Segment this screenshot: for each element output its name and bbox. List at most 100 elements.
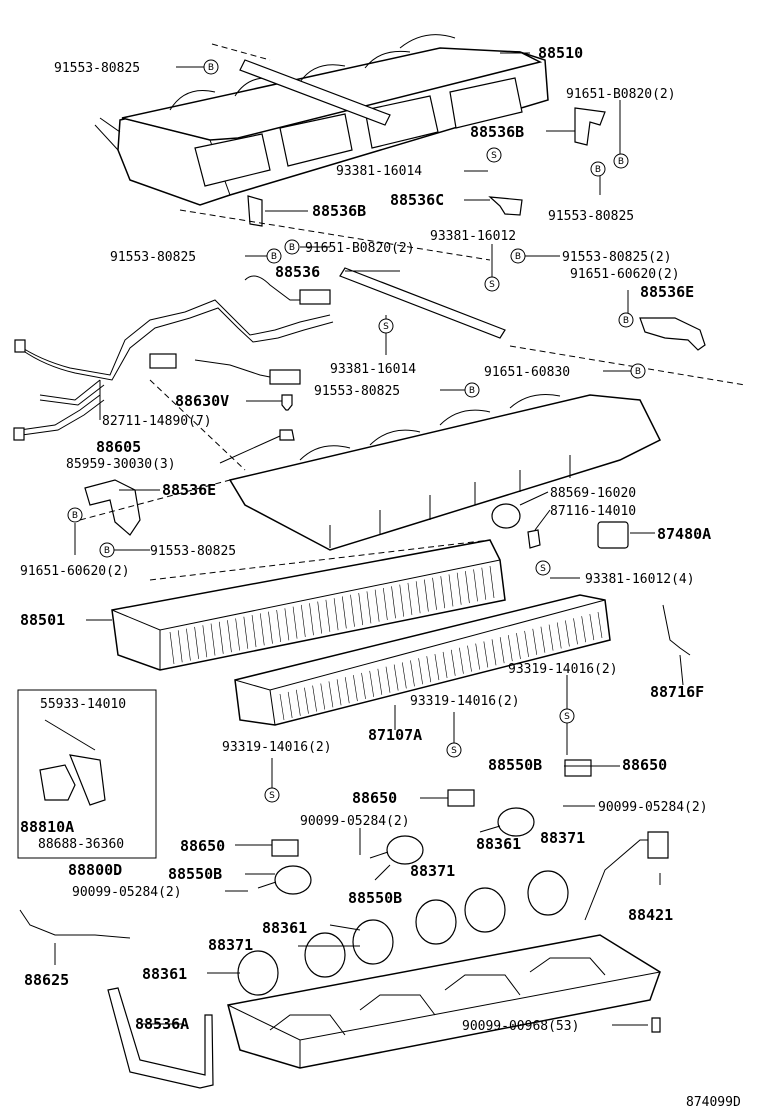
label-91553-80825: 91553-80825: [110, 250, 196, 265]
label-88569-16020: 88569-16020: [550, 486, 636, 501]
svg-text:B: B: [469, 386, 475, 396]
coil-fin: [597, 611, 603, 639]
svg-text:B: B: [623, 316, 629, 326]
blower-motor-88550B-left: [257, 865, 312, 895]
label-82711-14890-7: 82711-14890(7): [102, 414, 212, 429]
bolt-symbol: B: [203, 59, 219, 75]
label-88550B: 88550B: [168, 865, 222, 883]
core-87107A: [234, 594, 611, 726]
coil-fin: [489, 565, 495, 599]
coil-fin: [325, 599, 331, 632]
coil-fin: [393, 664, 399, 691]
coil-fin: [304, 687, 309, 714]
svg-text:B: B: [208, 63, 214, 73]
seal-88569: [491, 503, 521, 529]
coil-fin: [296, 689, 301, 716]
svg-text:B: B: [618, 157, 624, 167]
label-88536E: 88536E: [640, 283, 694, 301]
screw-symbol: S: [446, 742, 462, 758]
coil-fin: [312, 685, 317, 712]
label-90099-05284-2: 90099-05284(2): [72, 885, 182, 900]
svg-text:S: S: [564, 712, 570, 722]
svg-text:S: S: [383, 322, 389, 332]
label-88421: 88421: [628, 906, 673, 924]
label-88536B: 88536B: [312, 202, 366, 220]
coil-fin: [309, 603, 314, 636]
coil-fin: [442, 651, 448, 678]
svg-text:B: B: [595, 165, 601, 175]
coil-fin: [499, 637, 505, 664]
coil-fin: [491, 639, 497, 666]
screw-symbol: S: [535, 560, 551, 576]
screw-symbol: S: [264, 787, 280, 803]
label-88650: 88650: [352, 789, 397, 807]
label-91553-80825: 91553-80825: [54, 61, 140, 76]
coil-fin: [358, 593, 364, 626]
coil-fin: [548, 624, 554, 651]
label-88536E: 88536E: [162, 481, 216, 499]
coil-fin: [377, 668, 383, 695]
screw-symbol: S: [486, 147, 502, 163]
label-88650: 88650: [180, 837, 225, 855]
coil-fin: [459, 647, 464, 674]
coil-fin: [418, 658, 423, 685]
coil-fin: [448, 574, 454, 607]
label-88625: 88625: [24, 971, 69, 989]
bolt-symbol: B: [613, 153, 629, 169]
rod-55933: [44, 719, 96, 751]
label-93381-16014: 93381-16014: [336, 164, 422, 179]
fans: [237, 870, 569, 996]
svg-text:B: B: [72, 511, 78, 521]
bracket-88536: [339, 267, 506, 339]
label-91553-80825: 91553-80825: [548, 209, 634, 224]
label-91553-80825: 91553-80825: [150, 544, 236, 559]
label-90099-05284-2: 90099-05284(2): [598, 800, 708, 815]
wire-harness-88605: [13, 275, 334, 441]
lower-case: [227, 934, 661, 1069]
coil-fin: [279, 693, 285, 721]
label-88810A: 88810A: [20, 818, 74, 836]
clamp-88630V: [281, 394, 293, 411]
coil-fin: [276, 609, 281, 643]
coil-fin: [450, 649, 456, 676]
cable-88625: [19, 909, 131, 939]
coil-fin: [465, 571, 470, 604]
coil-fin: [532, 628, 538, 655]
label-88536A: 88536A: [135, 1015, 189, 1033]
coil-fin: [333, 598, 339, 631]
label-87480A: 87480A: [657, 525, 711, 543]
coil-fin: [385, 666, 391, 693]
coil-fin: [516, 632, 521, 660]
label-91651-B0820-2: 91651-B0820(2): [305, 241, 415, 256]
label-88371: 88371: [208, 936, 253, 954]
coil-fin: [508, 635, 513, 662]
label-88550B: 88550B: [488, 756, 542, 774]
coil-fin: [328, 681, 334, 708]
label-91651-60830: 91651-60830: [484, 365, 570, 380]
label-91651-60620-2: 91651-60620(2): [20, 564, 130, 579]
label-88361: 88361: [476, 835, 521, 853]
label-88536C: 88536C: [390, 191, 444, 209]
label-87107A: 87107A: [368, 726, 422, 744]
label-55933-14010: 55933-14010: [40, 697, 126, 712]
bolt-symbol: B: [67, 507, 83, 523]
coil-fin: [268, 611, 273, 644]
coil-fin: [169, 631, 175, 665]
label-88630V: 88630V: [175, 392, 229, 410]
label-93319-14016-2: 93319-14016(2): [508, 662, 618, 677]
label-90099-05284-2: 90099-05284(2): [300, 814, 410, 829]
label-93381-16014: 93381-16014: [330, 362, 416, 377]
coil-fin: [300, 604, 306, 637]
label-88536B: 88536B: [470, 123, 524, 141]
duct-assembly-88510: [94, 34, 549, 206]
coil-fin: [350, 594, 355, 627]
coil-fin: [353, 675, 358, 702]
svg-text:B: B: [515, 252, 521, 262]
coil-fin: [456, 572, 462, 605]
svg-text:B: B: [289, 243, 295, 253]
label-88650: 88650: [622, 756, 667, 774]
svg-text:S: S: [491, 151, 497, 161]
coil-fin: [259, 613, 265, 646]
label-88800D: 88800D: [68, 861, 122, 879]
coil-fin: [361, 672, 366, 700]
